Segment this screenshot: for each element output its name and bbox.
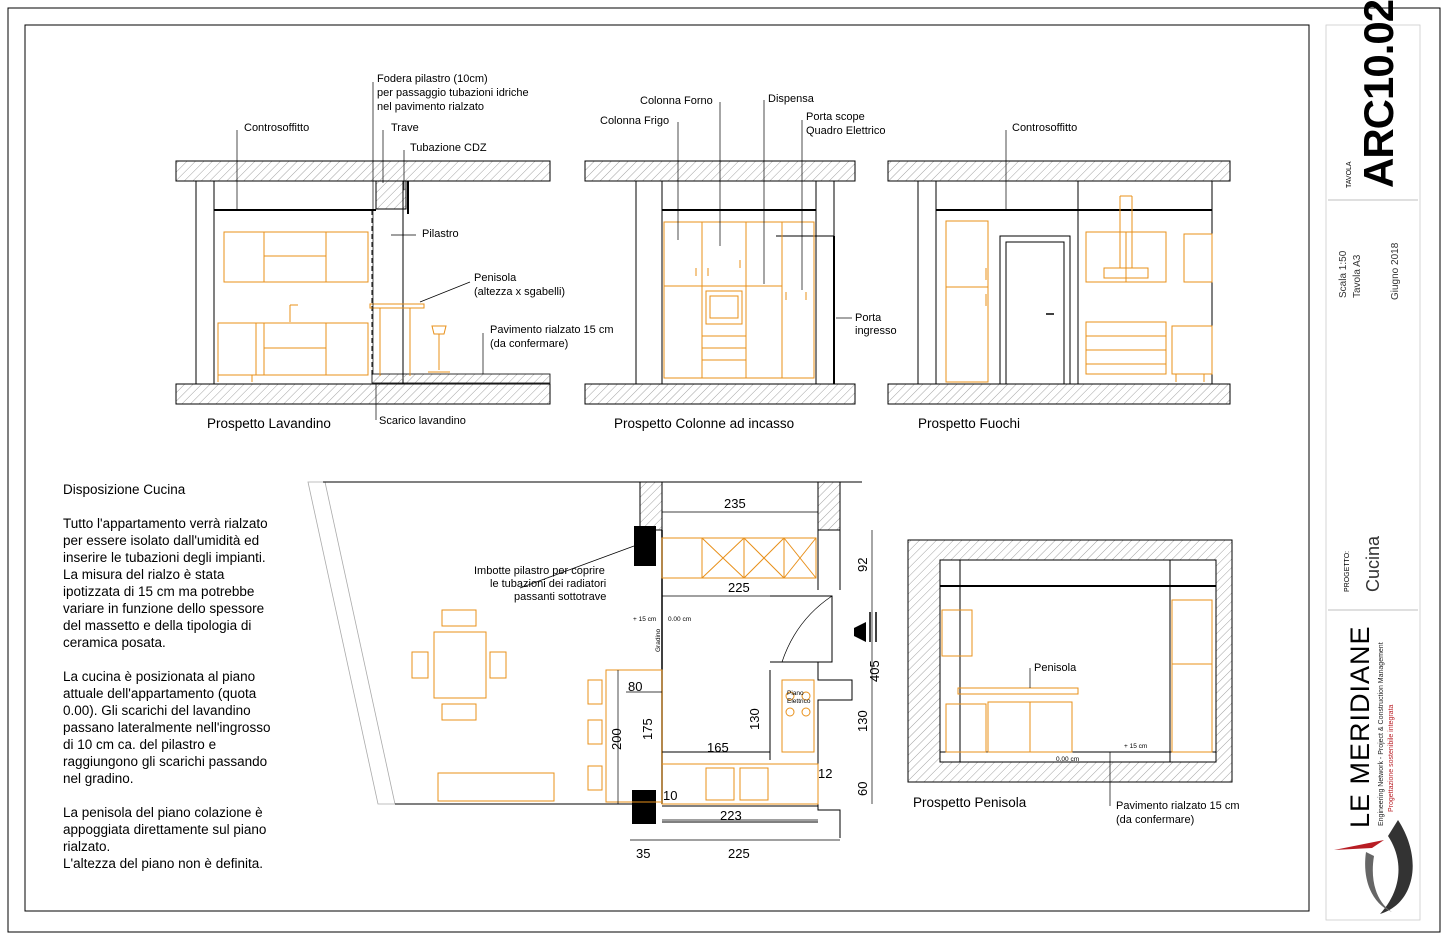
logo-name: LE MERIDIANE xyxy=(1345,625,1375,828)
label-colonna-frigo: Colonna Frigo xyxy=(600,115,670,127)
logo-mark xyxy=(1334,820,1413,914)
elevation-colonne xyxy=(584,100,856,405)
tavola-label: TAVOLA xyxy=(1346,161,1353,188)
logo-subtitle: Engineering Network - Project & Construc… xyxy=(1378,642,1385,826)
dim-175: 175 xyxy=(640,718,655,740)
caption-colonne: Prospetto Colonne ad incasso xyxy=(614,416,795,431)
floor-plan xyxy=(307,481,877,841)
floor-slab xyxy=(175,383,551,405)
label-penisola: Penisola xyxy=(1034,662,1077,674)
dim-80: 80 xyxy=(628,679,643,694)
pillar xyxy=(634,526,656,566)
label-plus15: + 15 cm xyxy=(1124,743,1148,750)
dim-92: 92 xyxy=(855,557,870,572)
dim-60: 60 xyxy=(855,781,870,796)
sheet-code: ARC10.02 xyxy=(1355,0,1402,188)
sheet-date: Giugno 2018 xyxy=(1390,242,1401,300)
project-name: Cucina xyxy=(1363,535,1383,592)
logo-tagline: Progettazione sostenibile integrata xyxy=(1388,704,1395,812)
dim-165: 165 xyxy=(707,740,729,755)
label-pavimento-1: Pavimento rialzato 15 cm xyxy=(1116,800,1240,812)
caption-lavandino: Prospetto Lavandino xyxy=(207,416,331,431)
dim-223: 223 xyxy=(720,808,742,823)
label-trave: Trave xyxy=(391,122,419,134)
label-imbotte-3: passanti sottotrave xyxy=(514,591,607,603)
elevation-fuochi xyxy=(887,130,1231,405)
door xyxy=(999,235,1071,385)
dim-130-inner: 130 xyxy=(747,708,762,730)
description-paragraph: Tutto l'appartamento verrà rialzato per … xyxy=(63,516,268,650)
dim-225-top: 225 xyxy=(728,580,750,595)
label-scarico: Scarico lavandino xyxy=(379,415,466,427)
ceiling-slab xyxy=(887,160,1231,182)
description-paragraph: La cucina è posizionata al piano attuale… xyxy=(63,669,271,786)
beam xyxy=(375,180,407,210)
dining-table xyxy=(433,631,487,699)
label-dispensa: Dispensa xyxy=(768,93,814,105)
floor-slab xyxy=(887,383,1231,405)
drawing-frame xyxy=(24,24,1310,912)
label-colonna-forno: Colonna Forno xyxy=(640,95,713,107)
label-penisola-2: (altezza x sgabelli) xyxy=(474,286,566,298)
label-zero: 0.00 cm xyxy=(1056,756,1080,763)
label-piano: Piano xyxy=(787,690,804,697)
label-pavimento-2: (da confermare) xyxy=(490,338,569,350)
label-zero: 0.00 cm xyxy=(668,616,692,623)
elevation-lavandino xyxy=(175,82,551,420)
caption-penisola: Prospetto Penisola xyxy=(913,795,1027,810)
label-pavimento-1: Pavimento rialzato 15 cm xyxy=(490,324,614,336)
dim-405: 405 xyxy=(867,660,882,682)
label-plus15: + 15 cm xyxy=(633,616,657,623)
sheet-format: Tavola A3 xyxy=(1352,254,1363,298)
sink-unit xyxy=(661,763,819,805)
peninsula xyxy=(605,669,663,803)
label-imbotte-2: le tubazioni dei radiatori xyxy=(490,578,607,590)
ceiling-slab xyxy=(175,160,551,182)
elevation-penisola xyxy=(907,539,1233,806)
label-ingresso: ingresso xyxy=(855,325,897,337)
description-title: Disposizione Cucina xyxy=(63,482,186,497)
label-fodera-3: nel pavimento rialzato xyxy=(377,101,485,113)
description-block: Disposizione Cucina Tutto l'appartamento… xyxy=(63,481,303,872)
label-fodera-1: Fodera pilastro (10cm) xyxy=(377,73,488,85)
label-pilastro: Pilastro xyxy=(422,228,459,240)
label-imbotte-1: Imbotte pilastro per coprire xyxy=(474,565,605,577)
description-paragraph: La penisola del piano colazione è appogg… xyxy=(63,805,267,871)
label-elettrico: Elettrico xyxy=(787,698,811,705)
label-tubazione: Tubazione CDZ xyxy=(410,142,487,154)
wall-cabinets-plan xyxy=(661,537,817,579)
pillar xyxy=(632,790,656,824)
sofa-cabinet xyxy=(437,772,555,802)
dim-10: 10 xyxy=(663,788,678,803)
dim-200: 200 xyxy=(609,728,624,750)
dim-130-right: 130 xyxy=(855,710,870,732)
caption-fuochi: Prospetto Fuochi xyxy=(918,416,1021,431)
label-porta: Porta xyxy=(855,312,882,324)
floor-slab xyxy=(584,383,856,405)
outer-frame xyxy=(7,7,1441,933)
label-pavimento-2: (da confermare) xyxy=(1116,814,1195,826)
label-penisola-1: Penisola xyxy=(474,272,517,284)
label-quadro-elettrico: Quadro Elettrico xyxy=(806,125,886,137)
label-fodera-2: per passaggio tubazioni idriche xyxy=(377,87,529,99)
sheet-scale: Scala 1:50 xyxy=(1338,250,1349,298)
label-gradino: Gradino xyxy=(655,628,662,652)
label-porta-scope: Porta scope xyxy=(806,111,865,123)
dim-35: 35 xyxy=(636,846,651,861)
dim-235: 235 xyxy=(724,496,746,511)
label-controsoffitto: Controsoffitto xyxy=(1012,122,1078,134)
dim-225-bottom: 225 xyxy=(728,846,750,861)
title-block xyxy=(1325,24,1421,921)
dim-12: 12 xyxy=(818,766,833,781)
progetto-label: PROGETTO: xyxy=(1344,550,1351,592)
label-controsoffitto: Controsoffitto xyxy=(244,122,310,134)
